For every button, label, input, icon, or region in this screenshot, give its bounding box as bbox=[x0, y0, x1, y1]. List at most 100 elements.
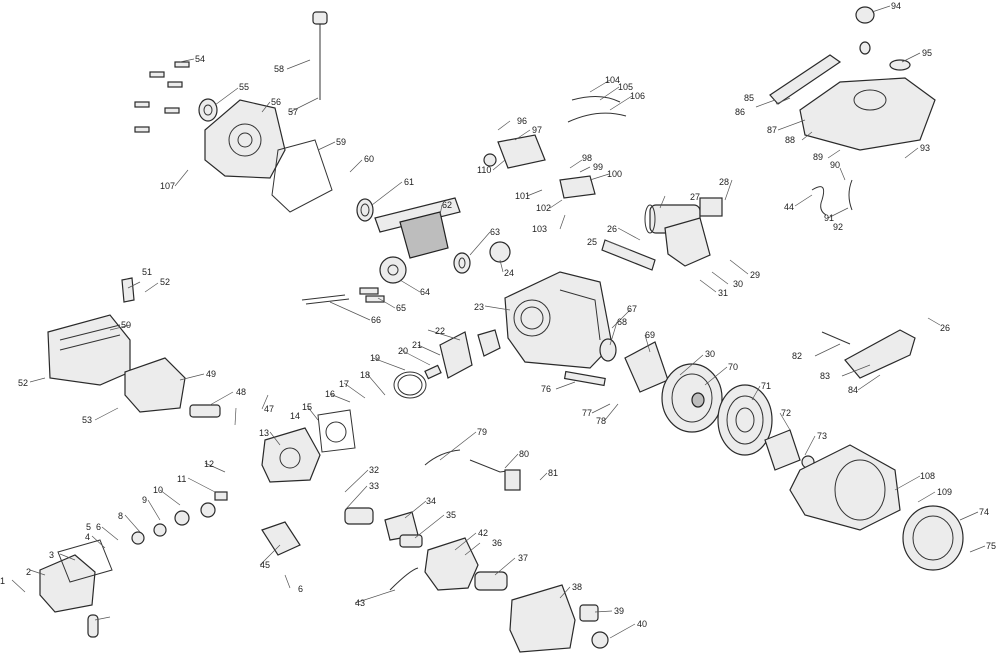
callout: 10 bbox=[153, 485, 163, 495]
callout: 18 bbox=[360, 370, 370, 380]
callout: 87 bbox=[767, 125, 777, 135]
bracket-83 bbox=[844, 329, 916, 379]
callout: 44 bbox=[784, 202, 794, 212]
callout: 19 bbox=[370, 353, 380, 363]
callout: 37 bbox=[518, 553, 528, 563]
callout: 52 bbox=[18, 378, 28, 388]
muffler bbox=[124, 357, 186, 413]
callout: 96 bbox=[517, 116, 527, 126]
callout: 56 bbox=[271, 97, 281, 107]
callout: 62 bbox=[442, 200, 452, 210]
callout: 58 bbox=[274, 64, 284, 74]
callout: 67 bbox=[627, 304, 637, 314]
callout: 91 bbox=[824, 213, 834, 223]
callout: 15 bbox=[302, 402, 312, 412]
callout: 21 bbox=[412, 340, 422, 350]
callout: 69 bbox=[645, 330, 655, 340]
callout: 110 bbox=[477, 165, 491, 175]
gasket bbox=[271, 139, 333, 213]
rod-82 bbox=[821, 331, 851, 345]
callout: 9 bbox=[142, 495, 147, 505]
callout: 17 bbox=[339, 379, 349, 389]
bearing-61 bbox=[356, 198, 374, 222]
part-40 bbox=[591, 631, 609, 649]
callout: 78 bbox=[596, 416, 606, 426]
callout: 38 bbox=[572, 582, 582, 592]
callout: 98 bbox=[582, 153, 592, 163]
gear-64 bbox=[379, 256, 407, 284]
callout: 34 bbox=[426, 496, 436, 506]
callout: 25 bbox=[587, 237, 597, 247]
air-cleaner bbox=[509, 584, 576, 653]
callout: 49 bbox=[206, 369, 216, 379]
callout: 57 bbox=[288, 107, 298, 117]
callout: 85 bbox=[744, 93, 754, 103]
callout: 76 bbox=[541, 384, 551, 394]
callout: 94 bbox=[891, 1, 901, 11]
callout: 6 bbox=[298, 584, 303, 594]
callout: 70 bbox=[728, 362, 738, 372]
callout: 93 bbox=[920, 143, 930, 153]
callout: 90 bbox=[830, 160, 840, 170]
callout: 42 bbox=[478, 528, 488, 538]
callout: 47 bbox=[264, 404, 274, 414]
head-gasket-15 bbox=[317, 409, 356, 453]
oil-seal bbox=[198, 98, 218, 122]
callout: 8 bbox=[118, 511, 123, 521]
callout: 83 bbox=[820, 371, 830, 381]
callout: 5 bbox=[86, 522, 91, 532]
rocker-parts bbox=[131, 491, 228, 545]
callout: 102 bbox=[536, 203, 551, 213]
governor-spring-79 bbox=[424, 449, 461, 466]
tank-bracket-86 bbox=[769, 54, 842, 105]
callout: 71 bbox=[761, 381, 771, 391]
fuel-hoses bbox=[811, 179, 853, 216]
callout: 23 bbox=[474, 302, 484, 312]
callout: 66 bbox=[371, 315, 381, 325]
callout: 64 bbox=[420, 287, 430, 297]
callout: 92 bbox=[833, 222, 843, 232]
gear-24 bbox=[489, 241, 511, 263]
valve-cover-gasket bbox=[57, 539, 113, 583]
callout: 104 bbox=[605, 75, 620, 85]
callout: 105 bbox=[618, 82, 633, 92]
callout: 16 bbox=[325, 389, 335, 399]
leader-lines bbox=[11, 5, 986, 639]
recoil-starter bbox=[902, 505, 964, 571]
callout: 31 bbox=[718, 288, 728, 298]
carburetor bbox=[424, 537, 479, 591]
callout: 22 bbox=[435, 326, 445, 336]
callout: 26 bbox=[607, 224, 617, 234]
part-39 bbox=[579, 604, 599, 622]
callout: 55 bbox=[239, 82, 249, 92]
callout: 59 bbox=[336, 137, 346, 147]
cylinder-head-13 bbox=[261, 427, 321, 483]
throttle-cable bbox=[567, 96, 627, 123]
callout: 43 bbox=[355, 598, 365, 608]
callout: 99 bbox=[593, 162, 603, 172]
dipstick bbox=[312, 11, 328, 100]
shaft-76 bbox=[563, 370, 606, 387]
callouts: 1 2 3 4 5 6 6 8 9 10 11 12 13 14 15 16 1… bbox=[0, 1, 996, 629]
callout: 1 bbox=[0, 576, 5, 586]
spark-plug-66 bbox=[87, 614, 99, 638]
callout: 109 bbox=[937, 487, 952, 497]
callout: 100 bbox=[607, 169, 622, 179]
callout: 45 bbox=[260, 560, 270, 570]
callout: 97 bbox=[532, 125, 542, 135]
callout: 88 bbox=[785, 135, 795, 145]
callout: 63 bbox=[490, 227, 500, 237]
callout: 39 bbox=[614, 606, 624, 616]
push-rods bbox=[301, 294, 350, 305]
callout: 65 bbox=[396, 303, 406, 313]
callout: 27 bbox=[690, 192, 700, 202]
engine-block bbox=[504, 271, 613, 369]
piston bbox=[439, 331, 473, 379]
callout: 24 bbox=[504, 268, 514, 278]
piston-pin bbox=[424, 364, 442, 380]
bracket-51 bbox=[121, 277, 135, 303]
callout: 35 bbox=[446, 510, 456, 520]
piston-rings bbox=[393, 371, 427, 399]
